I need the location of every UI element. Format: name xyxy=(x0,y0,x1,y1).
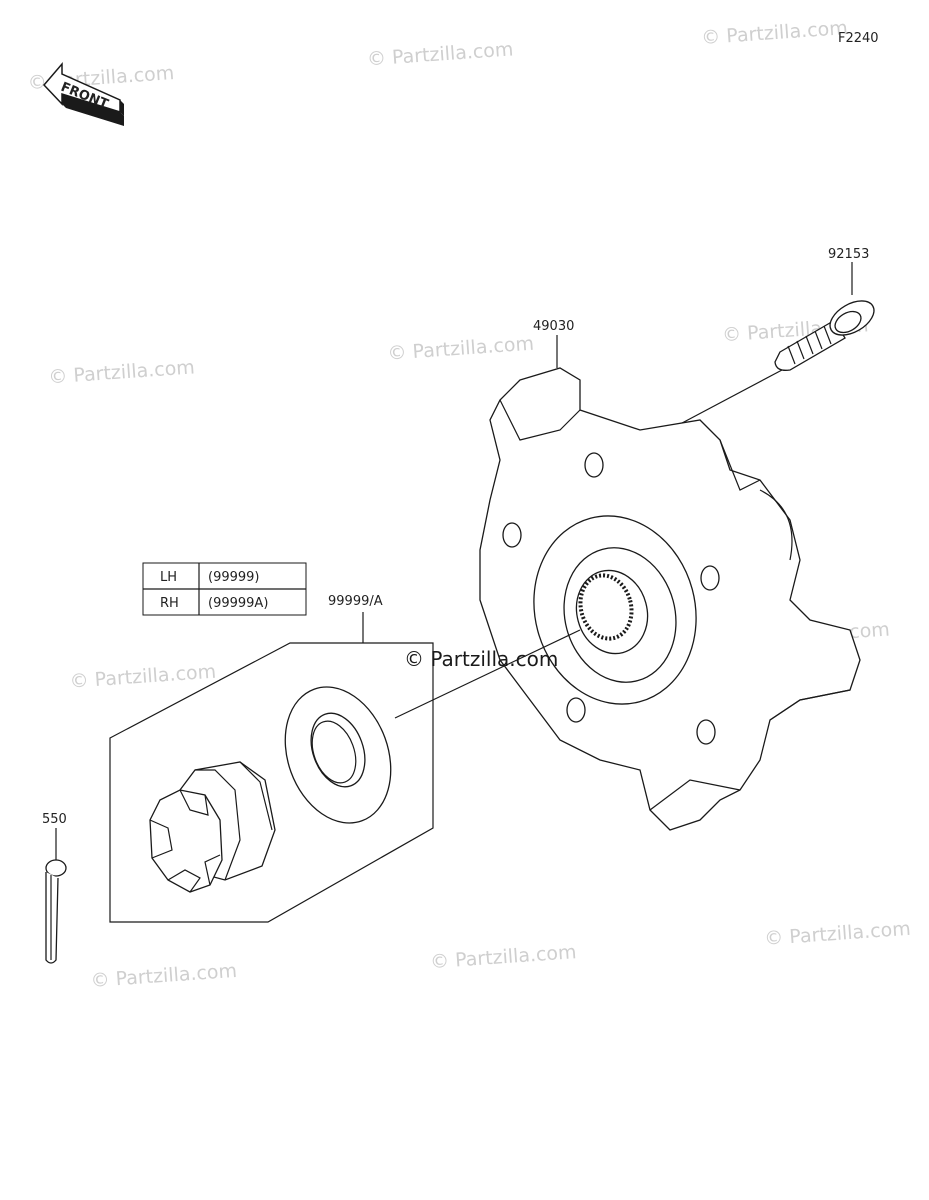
nut-group-box xyxy=(109,642,434,923)
variant-code-lh: (99999) xyxy=(208,570,260,585)
variant-table: LH (99999) RH (99999A) xyxy=(142,562,307,616)
hub-bolt xyxy=(774,300,875,371)
part-label-550: 550 xyxy=(42,812,67,827)
rear-hub xyxy=(479,367,861,831)
watermark: © Partzilla.com xyxy=(764,918,912,950)
watermark: © Partzilla.com xyxy=(429,941,577,973)
watermark: © Partzilla.com xyxy=(366,38,514,70)
part-label-92153: 92153 xyxy=(828,247,869,262)
variant-side-lh: LH xyxy=(160,570,177,585)
watermark: © Partzilla.com xyxy=(387,333,535,365)
watermark: © Partzilla.com xyxy=(48,356,196,388)
leader-nut-axis xyxy=(394,629,581,719)
front-arrow-icon: FRONT xyxy=(42,61,124,126)
variant-side-rh: RH xyxy=(160,596,179,611)
diagram-code: F2240 xyxy=(838,31,879,46)
watermark: © Partzilla.com xyxy=(69,661,217,693)
castle-nut xyxy=(149,761,276,893)
watermark: © Partzilla.com xyxy=(701,17,849,49)
center-watermark: © Partzilla.com xyxy=(404,647,558,671)
watermark: © Partzilla.com xyxy=(90,960,238,992)
part-label-49030: 49030 xyxy=(533,319,574,334)
part-label-99999: 99999/A xyxy=(328,594,383,609)
variant-code-rh: (99999A) xyxy=(208,596,268,611)
cotter-pin xyxy=(45,859,67,964)
washer xyxy=(284,686,392,824)
